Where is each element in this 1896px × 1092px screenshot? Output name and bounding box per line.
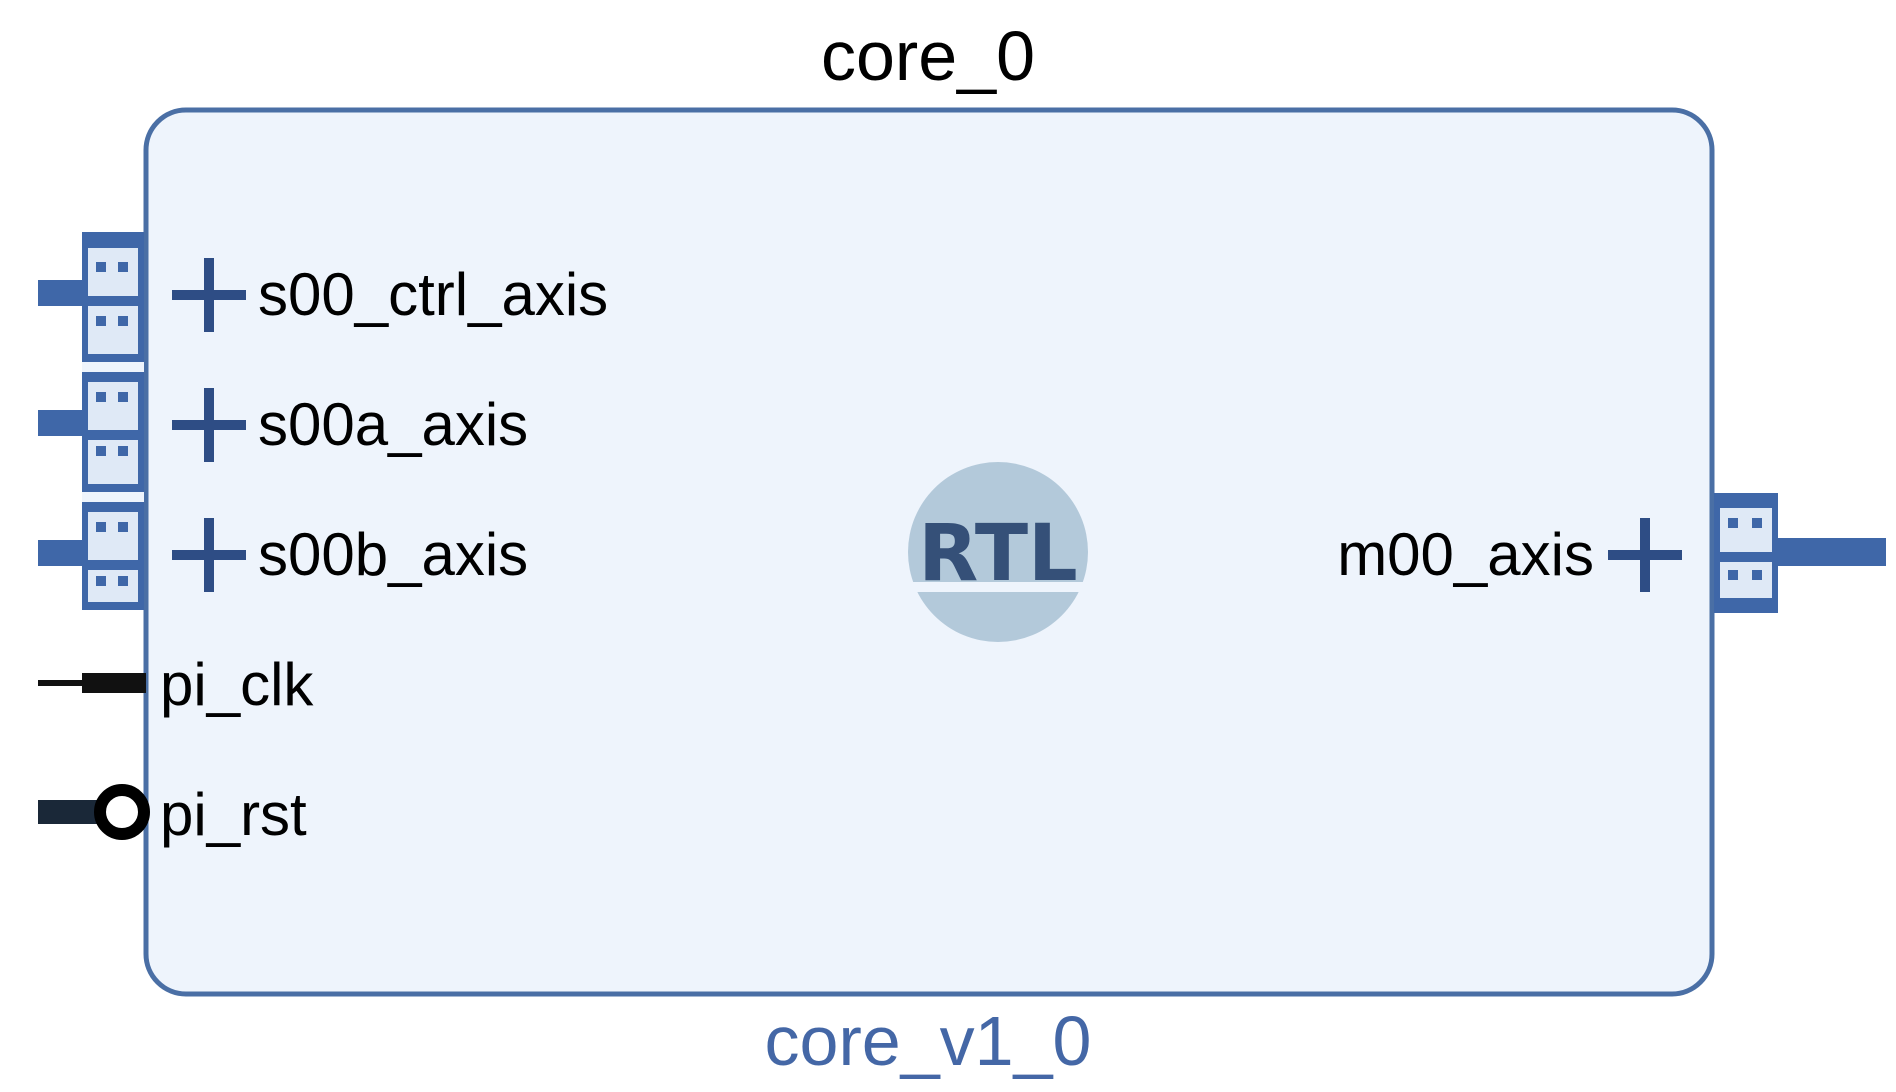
port-pi-rst[interactable]: pi_rst — [38, 781, 307, 848]
bus-wire-stub — [38, 410, 84, 436]
port-label: s00_ctrl_axis — [258, 261, 608, 328]
reset-wire — [38, 800, 98, 824]
right-interface-connector-icon — [1714, 493, 1778, 613]
port-label: s00a_axis — [258, 391, 528, 458]
plus-expand-icon[interactable] — [172, 258, 246, 332]
bus-wire-stub — [38, 280, 84, 306]
port-s00b-axis[interactable]: s00b_axis — [38, 518, 528, 592]
port-label: pi_clk — [160, 651, 314, 718]
plus-expand-icon[interactable] — [172, 388, 246, 462]
port-label: m00_axis — [1337, 521, 1594, 588]
clock-pin-icon — [82, 673, 146, 693]
ip-name: core_v1_0 — [765, 1002, 1092, 1080]
port-label: s00b_axis — [258, 521, 528, 588]
plus-expand-icon[interactable] — [172, 518, 246, 592]
left-interface-connector-icon — [82, 232, 144, 610]
rtl-module-icon: RTL — [908, 462, 1088, 642]
rtl-badge-text: RTL — [918, 509, 1077, 599]
port-s00a-axis[interactable]: s00a_axis — [38, 388, 528, 462]
bus-wire-stub — [1776, 538, 1886, 566]
reset-pin-icon — [94, 784, 150, 840]
instance-name: core_0 — [821, 17, 1035, 95]
port-label: pi_rst — [160, 781, 307, 848]
bus-wire-stub — [38, 540, 84, 566]
port-pi-clk[interactable]: pi_clk — [38, 651, 314, 718]
clock-wire — [38, 680, 84, 686]
port-m00-axis[interactable]: m00_axis — [1337, 493, 1886, 613]
plus-expand-icon[interactable] — [1608, 518, 1682, 592]
port-s00-ctrl-axis[interactable]: s00_ctrl_axis — [38, 258, 608, 332]
